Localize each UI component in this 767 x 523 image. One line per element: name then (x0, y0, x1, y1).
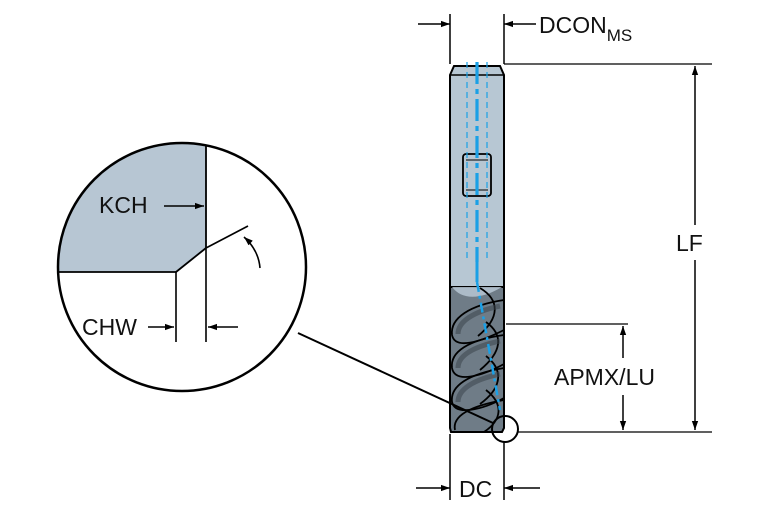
label-lf: LF (676, 230, 703, 256)
dimension-lf (504, 63, 712, 433)
label-dc: DC (459, 476, 492, 502)
label-kch: KCH (99, 192, 148, 218)
label-dcon-ms: DCONMS (539, 12, 632, 45)
corner-detail-marker (491, 415, 519, 443)
end-mill-tool (449, 62, 519, 443)
label-chw: CHW (82, 314, 137, 340)
corner-detail-view (56, 141, 308, 393)
dimension-dcon-ms (418, 14, 536, 64)
dimension-dc (416, 434, 540, 500)
detail-leader-line (297, 332, 494, 424)
label-apmx-lu: APMX/LU (554, 364, 655, 390)
dimension-apmx-lu (506, 323, 628, 430)
